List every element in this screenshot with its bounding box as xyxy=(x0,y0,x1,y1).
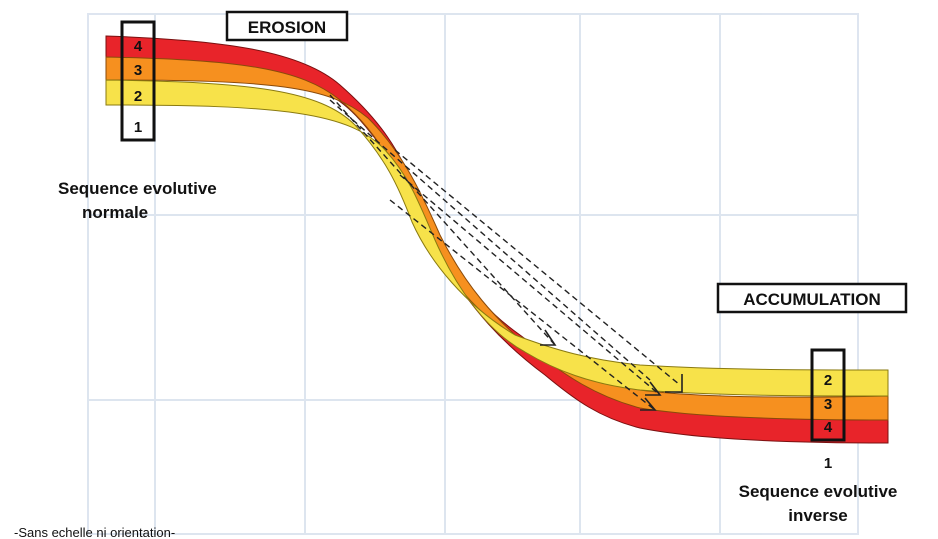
transport-arrows xyxy=(329,94,681,411)
scale-footnote: -Sans echelle ni orientation- xyxy=(14,525,175,539)
arrow-heads xyxy=(540,329,683,411)
arrow-head-icon xyxy=(540,329,557,346)
arrow-head-icon xyxy=(645,381,662,396)
left-column: 4 3 2 1 xyxy=(120,20,156,142)
grid-frame xyxy=(87,13,859,535)
left-layer-1-number: 1 xyxy=(134,119,142,136)
erosion-frame xyxy=(225,10,349,42)
right-layer-1-number: 1 xyxy=(824,455,832,472)
right-column-frame xyxy=(810,348,846,442)
erosion-label: EROSION xyxy=(248,18,326,37)
accumulation-label-box: ACCUMULATION xyxy=(716,282,908,314)
erosion-label-box: EROSION xyxy=(225,10,349,42)
normal-sequence-caption-line2: normale xyxy=(82,203,148,222)
dashed-arrow-2 xyxy=(394,149,681,386)
accumulation-frame xyxy=(716,282,908,314)
right-column: 2 3 4 1 xyxy=(810,348,846,472)
right-layer-2-number: 2 xyxy=(824,372,832,389)
left-layer-4-number: 4 xyxy=(134,38,143,55)
dashed-arrow-4 xyxy=(389,199,656,411)
left-layer-2-number: 2 xyxy=(134,88,142,105)
normal-sequence-caption-line1: Sequence evolutive xyxy=(58,179,217,198)
inverse-sequence-caption-line1: Sequence evolutive xyxy=(739,482,898,501)
dashed-arrow-3 xyxy=(399,174,661,396)
arrow-head-icon xyxy=(640,397,657,411)
background-grid xyxy=(87,13,859,535)
dashed-arrow-1 xyxy=(329,94,556,346)
right-layer-3-number: 3 xyxy=(824,396,832,413)
layer-3-band xyxy=(105,56,889,421)
left-column-frame xyxy=(120,20,156,142)
accumulation-label: ACCUMULATION xyxy=(743,290,881,309)
arrow-head-icon xyxy=(665,374,683,393)
layer-2-band xyxy=(105,79,889,397)
inverse-sequence-caption-line2: inverse xyxy=(788,506,848,525)
right-layer-4-number: 4 xyxy=(824,419,833,436)
left-layer-3-number: 3 xyxy=(134,62,142,79)
dashed-arrow-5 xyxy=(329,99,651,381)
